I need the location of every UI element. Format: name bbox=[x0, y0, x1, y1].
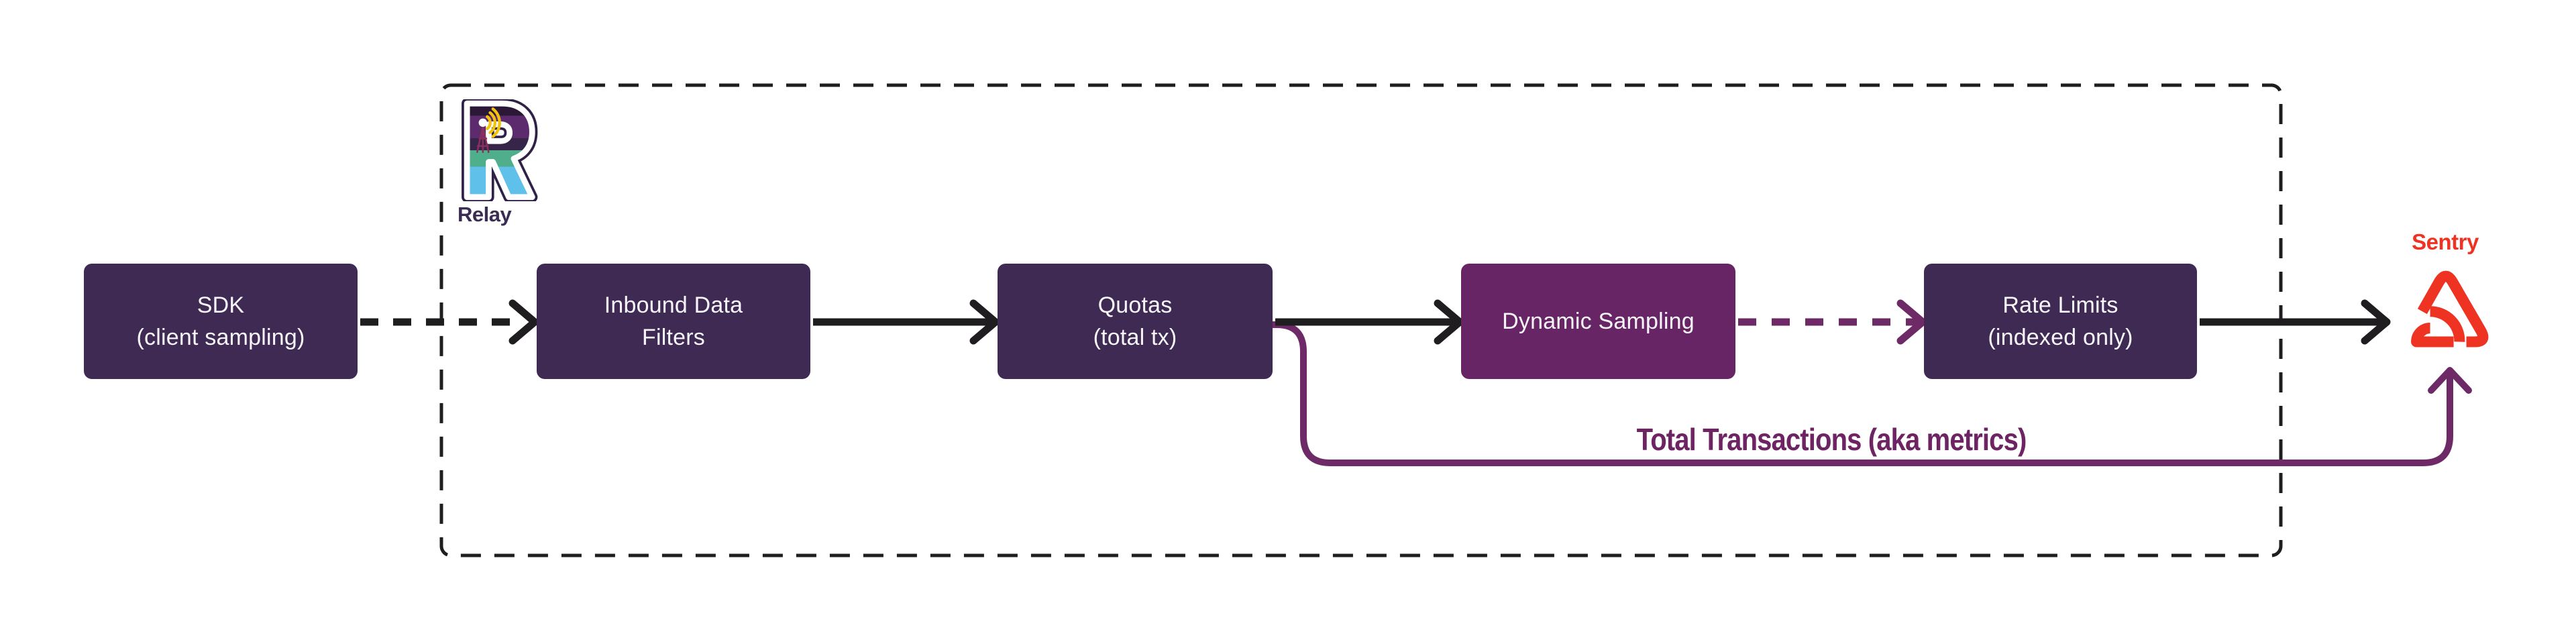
sentry-label: Sentry bbox=[2412, 229, 2479, 254]
arrow-sdk-to-inbound bbox=[360, 299, 539, 345]
radio-tower-icon bbox=[476, 126, 490, 154]
sentry-logo-icon bbox=[2411, 270, 2489, 347]
node-inbound-data-filters: Inbound Data Filters bbox=[537, 264, 810, 379]
arrowhead-right-icon bbox=[969, 299, 1000, 345]
arrowhead-right-icon bbox=[508, 299, 539, 345]
node-quotas: Quotas (total tx) bbox=[998, 264, 1273, 379]
total-transactions-label: Total Transactions (aka metrics) bbox=[1636, 422, 2027, 457]
node-inbound-line1: Inbound Data bbox=[604, 292, 743, 318]
node-dynamic-sampling: Dynamic Sampling bbox=[1461, 264, 1735, 379]
node-quotas-line2: (total tx) bbox=[1093, 325, 1177, 350]
signal-waves-icon bbox=[486, 107, 501, 138]
node-inbound-line2: Filters bbox=[642, 325, 705, 350]
relay-label: Relay bbox=[458, 203, 512, 226]
arrow-rate-limits-to-sentry bbox=[2200, 299, 2391, 345]
node-dynamic-sampling-line1: Dynamic Sampling bbox=[1502, 309, 1695, 334]
arrowhead-right-icon bbox=[1434, 299, 1464, 345]
node-sdk: SDK (client sampling) bbox=[84, 264, 358, 379]
node-rate-limits-line2: (indexed only) bbox=[1988, 325, 2133, 350]
node-sdk-line2: (client sampling) bbox=[136, 325, 305, 350]
arrowhead-up-icon bbox=[2428, 367, 2472, 394]
node-rate-limits: Rate Limits (indexed only) bbox=[1924, 264, 2197, 379]
arrow-dynamic-sampling-to-rate-limits bbox=[1738, 299, 1927, 345]
node-quotas-line1: Quotas bbox=[1097, 292, 1173, 318]
total-transactions-connector bbox=[1273, 321, 2472, 466]
arrow-quotas-to-dynamic-sampling bbox=[1275, 299, 1464, 345]
node-sdk-line1: SDK bbox=[197, 292, 245, 318]
arrowhead-right-icon bbox=[1896, 299, 1927, 345]
arrow-inbound-to-quotas bbox=[813, 299, 1000, 345]
node-rate-limits-line1: Rate Limits bbox=[2002, 292, 2118, 318]
arrowhead-right-icon bbox=[2361, 299, 2391, 345]
relay-logo-icon bbox=[462, 99, 538, 201]
antenna-light-icon bbox=[478, 118, 488, 127]
